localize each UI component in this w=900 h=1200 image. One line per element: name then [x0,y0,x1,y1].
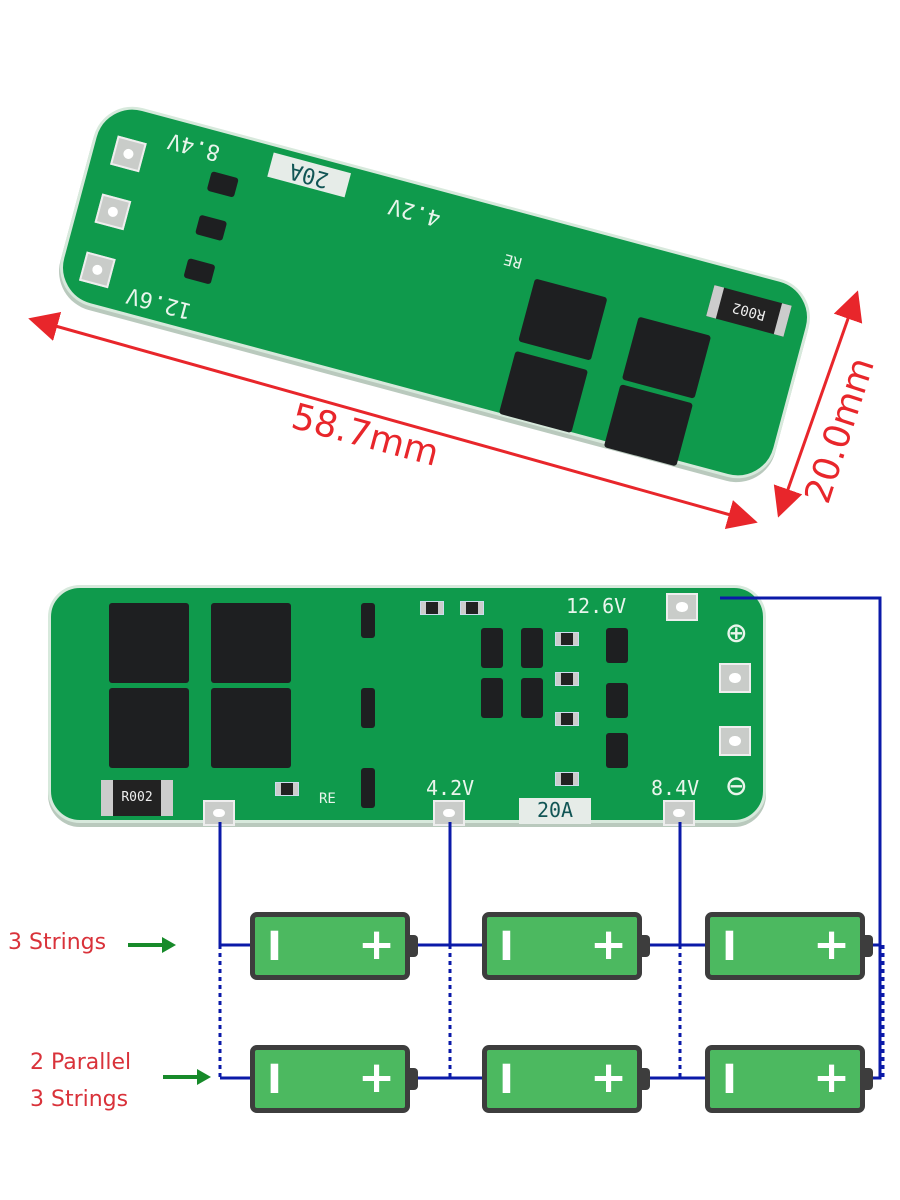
length-dimension-line [28,312,758,529]
mosfet [211,688,291,768]
mosfet [109,688,189,768]
ic [481,678,503,718]
label-12-6v: 12.6V [566,594,627,618]
battery-icon: I + [250,1045,418,1113]
battery-negative: I [722,1057,737,1103]
mosfet [211,603,291,683]
plus-terminal-icon: ⊕ [726,613,747,653]
battery-terminal [642,935,650,957]
label-20a: 20A [519,798,591,824]
ic [361,603,375,638]
battery-positive: + [590,1052,627,1103]
battery-terminal [642,1068,650,1090]
shunt-resistor: R002 [101,780,173,816]
battery-positive: + [813,1052,850,1103]
battery-icon: I + [705,912,873,980]
battery-terminal [865,935,873,957]
battery-negative: I [267,924,282,970]
battery-negative: I [499,924,514,970]
resistor [275,782,299,796]
label-4-2v: 4.2V [426,776,475,800]
battery-positive: + [813,919,850,970]
resistor [555,632,579,646]
ic [606,683,628,718]
minus-terminal-icon: ⊖ [726,766,747,806]
resistor [460,601,484,615]
pad-pminus [719,726,751,756]
ic [606,628,628,663]
row2-label-line2: 3 Strings [30,1087,129,1112]
row1-label: 3 Strings [8,930,107,955]
wire [218,822,250,947]
battery-positive: + [590,919,627,970]
battery-terminal [865,1068,873,1090]
ic [361,768,375,808]
pcb-board-bottom: 12.6V ⊕ ⊖ 4.2V 8.4V RE 20A R002 [48,585,766,826]
pad-4-2v [433,800,465,826]
row2-label-line1: 2 Parallel [30,1050,132,1075]
battery-positive: + [358,1052,395,1103]
resistor [555,712,579,726]
battery-negative: I [722,924,737,970]
arrow-icon [162,937,211,1085]
battery-negative: I [267,1057,282,1103]
ic [481,628,503,668]
width-dimension-line [773,290,863,518]
wire-dotted [218,945,885,1078]
battery-terminal [410,1068,418,1090]
ic [361,688,375,728]
mosfet [109,603,189,683]
wire [720,596,882,1080]
battery-icon: I + [705,1045,873,1113]
ic [521,678,543,718]
pad-bminus [203,800,235,826]
battery-positive: + [358,919,395,970]
resistor [555,772,579,786]
resistor [420,601,444,615]
ic [521,628,543,668]
ic [606,733,628,768]
battery-icon: I + [250,912,418,980]
resistor [555,672,579,686]
battery-negative: I [499,1057,514,1103]
label-8-4v: 8.4V [651,776,700,800]
battery-terminal [410,935,418,957]
pad-b-plus [666,593,698,621]
label-re: RE [319,791,336,807]
pad-bplus [719,663,751,693]
battery-icon: I + [482,912,650,980]
battery-icon: I + [482,1045,650,1113]
